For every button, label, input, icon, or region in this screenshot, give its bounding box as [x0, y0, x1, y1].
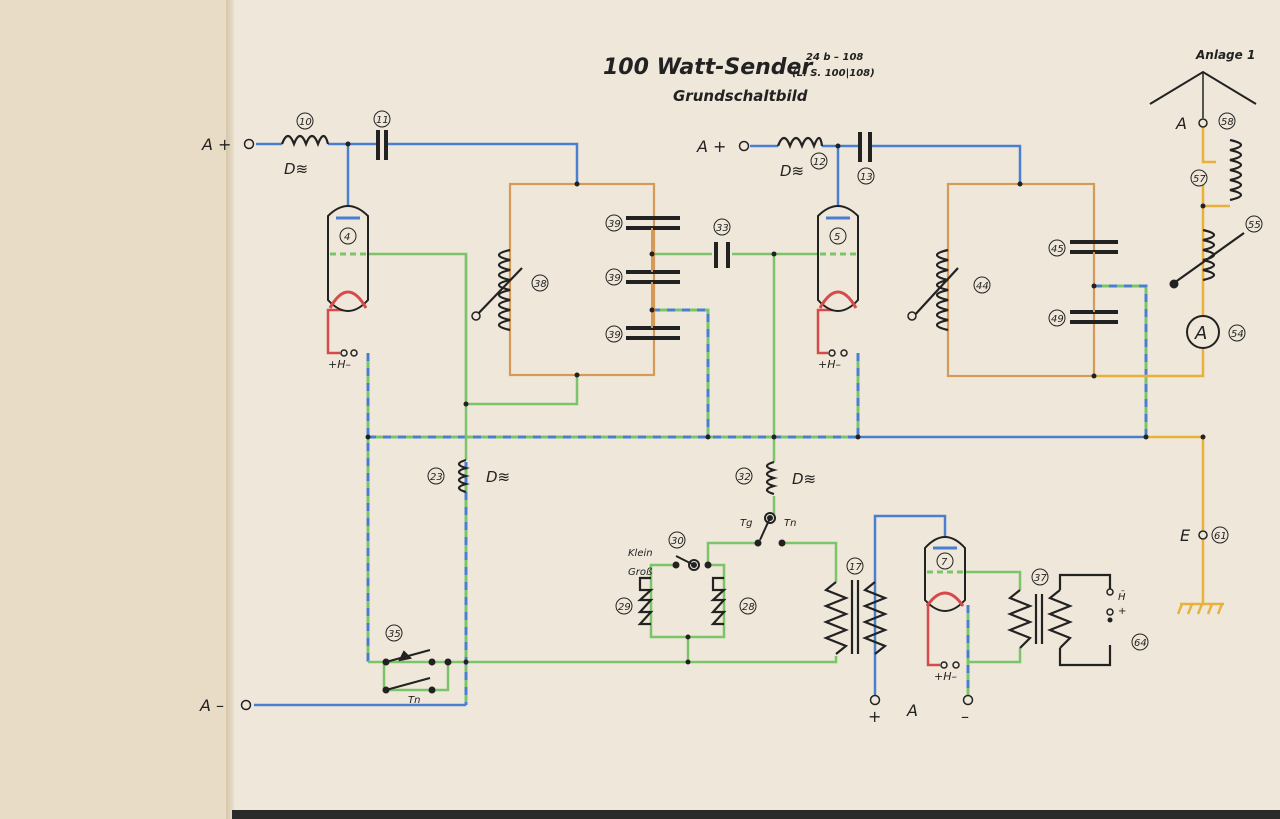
diagram-title: 100 Watt-Sender: [603, 55, 813, 80]
antenna-terminal-label: A: [1175, 114, 1187, 133]
tube-4: 4: [327, 205, 369, 312]
svg-text:7: 7: [941, 557, 948, 568]
svg-text:D≋: D≋: [792, 470, 816, 488]
svg-text:44: 44: [976, 281, 989, 292]
svg-text:Tn: Tn: [408, 695, 420, 706]
blue-wires: [254, 142, 1146, 707]
terminal-labels: A + A + A – A E + A –: [199, 114, 1191, 726]
choke-labels: D≋ D≋ D≋ D≋: [284, 160, 816, 488]
svg-text:12: 12: [813, 157, 826, 168]
svg-text:32: 32: [738, 472, 751, 483]
svg-text:H̄: H̄: [1118, 590, 1126, 603]
heater-labels: +H– +H– +H–: [328, 358, 957, 683]
psu-a-label: A: [906, 701, 918, 720]
cap-links: [651, 228, 1095, 328]
left-book-page: [0, 0, 232, 819]
svg-text:D≋: D≋: [486, 468, 510, 486]
appendix-label: Anlage 1: [1195, 48, 1255, 62]
coil-taps: [471, 279, 1179, 321]
component-numbers: 10 11 39 39 39 38 33 12 13 44 45 49 58 5…: [299, 115, 1261, 649]
svg-text:45: 45: [1051, 244, 1064, 255]
svg-text:39: 39: [608, 330, 621, 341]
svg-text:D≋: D≋: [284, 160, 308, 178]
svg-text:55: 55: [1248, 220, 1261, 231]
svg-text:64: 64: [1134, 638, 1147, 649]
svg-text:Groß: Groß: [628, 567, 652, 578]
svg-text:28: 28: [742, 602, 755, 613]
svg-text:23: 23: [430, 472, 443, 483]
ammeter: A: [1186, 315, 1220, 349]
tube-5: 5: [817, 205, 859, 312]
svg-text:Tg: Tg: [740, 518, 752, 529]
psu-plus-label: +: [868, 707, 881, 726]
earth-terminal-label: E: [1180, 526, 1191, 545]
junction-dots: [345, 141, 1206, 665]
svg-text:Klein: Klein: [628, 548, 653, 559]
tube-7: 7: [924, 536, 966, 612]
svg-text:30: 30: [671, 536, 684, 547]
svg-text:4: 4: [344, 232, 350, 243]
a-plus-left-label: A +: [201, 135, 231, 154]
svg-text:5: 5: [834, 232, 840, 243]
transformers: [637, 573, 1112, 667]
page-bottom-edge: [232, 810, 1280, 819]
svg-text:33: 33: [716, 223, 729, 234]
svg-text:10: 10: [299, 117, 312, 128]
svg-text:35: 35: [388, 629, 401, 640]
switches: [672, 512, 786, 571]
svg-text:+H–: +H–: [934, 670, 957, 683]
yellow-wires: [1094, 128, 1230, 603]
psu-minus-label: –: [961, 707, 969, 726]
svg-text:54: 54: [1231, 329, 1244, 340]
component-badges: [296, 110, 1263, 651]
green-wires: [348, 252, 1022, 692]
capacitors: [376, 130, 1118, 340]
diagram-subtitle: Grundschaltbild: [673, 87, 808, 105]
svg-text:A: A: [1194, 323, 1207, 344]
book-spine: [226, 0, 234, 819]
svg-text:29: 29: [618, 602, 631, 613]
svg-text:+H–: +H–: [818, 358, 841, 371]
svg-text:57: 57: [1193, 174, 1206, 185]
ground-symbol: [1176, 602, 1224, 615]
svg-text:39: 39: [608, 273, 621, 284]
switch-labels: Klein Groß Tg Tn Tn H̄ +: [408, 518, 1126, 706]
svg-text:+: +: [1118, 606, 1126, 617]
a-plus-mid-label: A +: [696, 137, 726, 156]
svg-text:+H–: +H–: [328, 358, 351, 371]
coils: [280, 134, 1245, 496]
svg-text:37: 37: [1034, 573, 1047, 584]
ref-top: 24 b – 108: [806, 52, 863, 63]
svg-text:17: 17: [849, 562, 862, 573]
a-minus-label: A –: [199, 696, 224, 715]
svg-text:11: 11: [376, 115, 389, 126]
svg-text:Tn: Tn: [784, 518, 796, 529]
svg-text:61: 61: [1214, 531, 1227, 542]
orange-wires: [508, 182, 1096, 378]
right-book-page: [232, 0, 1280, 812]
svg-text:39: 39: [608, 219, 621, 230]
key-35: [382, 649, 452, 694]
svg-text:13: 13: [860, 172, 873, 183]
ref-bottom: (L. S. 100|108): [792, 68, 875, 79]
terminals: [240, 118, 1208, 711]
svg-text:58: 58: [1221, 117, 1234, 128]
svg-text:D≋: D≋: [780, 162, 804, 180]
svg-text:38: 38: [534, 279, 547, 290]
svg-text:49: 49: [1051, 314, 1064, 325]
bluegreen-wires: [366, 284, 1148, 705]
